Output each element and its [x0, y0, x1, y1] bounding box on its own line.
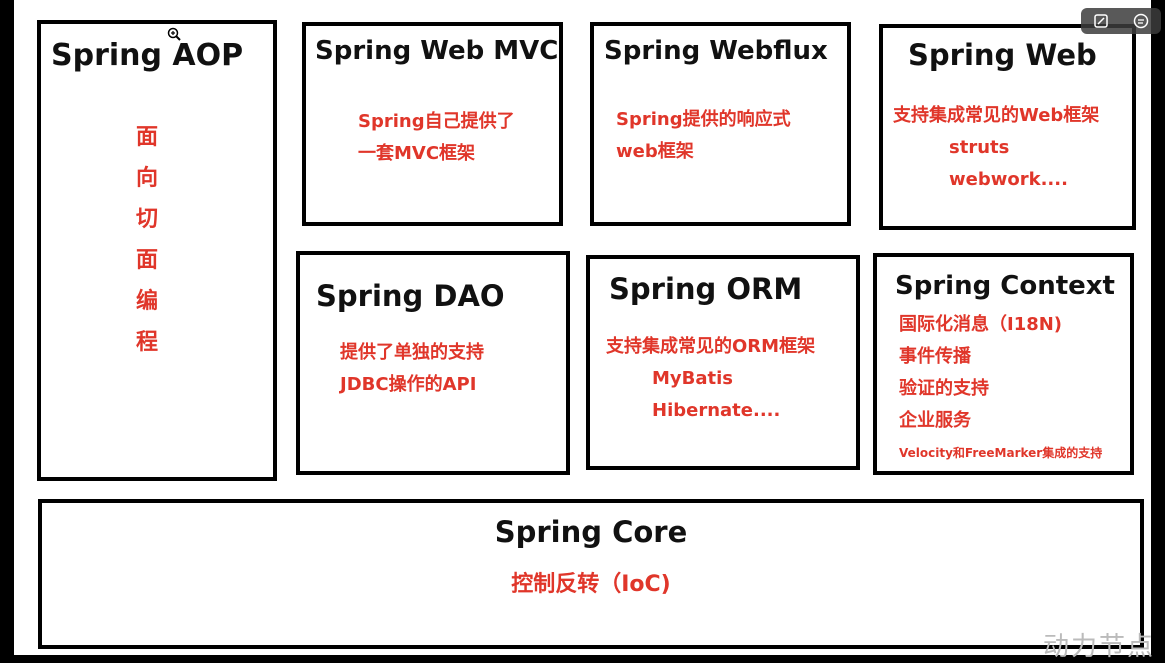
description-line: Spring提供的响应式 — [616, 109, 791, 130]
module-title: Spring Webflux — [604, 36, 828, 66]
description-line: Hibernate.... — [652, 400, 781, 421]
module-description: 控制反转（IoC) — [42, 569, 1140, 601]
module-description: 国际化消息（I18N) 事件传播 验证的支持 企业服务 Velocity和Fre… — [899, 309, 1102, 469]
description-line: MyBatis — [652, 368, 733, 389]
description-line: 支持集成常见的ORM框架 — [606, 336, 816, 357]
description-line: Spring自己提供了 — [358, 111, 515, 132]
module-spring-context: Spring Context 国际化消息（I18N) 事件传播 验证的支持 企业… — [873, 253, 1134, 475]
zoom-cursor-icon — [167, 27, 181, 41]
module-description: 面 向 切 面 编 程 — [127, 117, 167, 363]
module-spring-aop: Spring AOP 面 向 切 面 编 程 — [37, 20, 277, 481]
module-title: Spring ORM — [609, 272, 803, 306]
watermark: 动力节点 — [1042, 632, 1155, 662]
description-line: 编 — [135, 289, 158, 314]
description-line: 支持集成常见的Web框架 — [893, 105, 1100, 126]
chat-icon[interactable] — [1132, 12, 1150, 30]
description-line: 面 — [135, 248, 158, 273]
description-line: 验证的支持 — [899, 378, 989, 399]
description-line: 向 — [135, 166, 158, 191]
viewer-toolbar — [1081, 8, 1161, 34]
module-spring-orm: Spring ORM 支持集成常见的ORM框架 MyBatis Hibernat… — [586, 255, 860, 470]
description-line: webwork.... — [949, 169, 1068, 190]
module-description: 支持集成常见的Web框架 struts webwork.... — [893, 100, 1099, 196]
description-line: 企业服务 — [899, 410, 971, 431]
module-title: Spring Core — [494, 515, 688, 549]
description-line: 切 — [135, 207, 158, 232]
description-line: JDBC操作的API — [340, 374, 477, 395]
module-spring-webflux: Spring Webflux Spring提供的响应式 web框架 — [590, 22, 851, 226]
description-line: 提供了单独的支持 — [340, 342, 484, 363]
description-line: struts — [949, 137, 1010, 158]
description-line: 控制反转（IoC) — [511, 572, 671, 597]
description-line: 面 — [135, 125, 158, 150]
description-line: Velocity和FreeMarker集成的支持 — [899, 446, 1103, 460]
description-line: 事件传播 — [899, 346, 971, 367]
module-description: Spring自己提供了 一套MVC框架 — [358, 106, 515, 170]
module-title: Spring Web — [908, 38, 1097, 72]
module-spring-web: Spring Web 支持集成常见的Web框架 struts webwork..… — [879, 24, 1136, 230]
description-line: 一套MVC框架 — [358, 143, 476, 164]
module-title: Spring Web MVC — [315, 36, 559, 66]
module-description: 支持集成常见的ORM框架 MyBatis Hibernate.... — [606, 331, 815, 427]
expand-icon[interactable] — [1092, 12, 1110, 30]
description-line: 国际化消息（I18N) — [899, 314, 1063, 335]
module-title: Spring AOP — [51, 38, 244, 73]
module-description: Spring提供的响应式 web框架 — [616, 104, 791, 168]
module-spring-web-mvc: Spring Web MVC Spring自己提供了 一套MVC框架 — [302, 22, 563, 226]
module-spring-dao: Spring DAO 提供了单独的支持 JDBC操作的API — [296, 251, 570, 475]
module-description: 提供了单独的支持 JDBC操作的API — [340, 337, 484, 401]
description-line: web框架 — [616, 141, 694, 162]
module-title: Spring DAO — [316, 279, 505, 313]
description-line: 程 — [135, 330, 158, 355]
module-title: Spring Context — [895, 271, 1115, 301]
module-spring-core: Spring Core 控制反转（IoC) — [38, 499, 1144, 649]
